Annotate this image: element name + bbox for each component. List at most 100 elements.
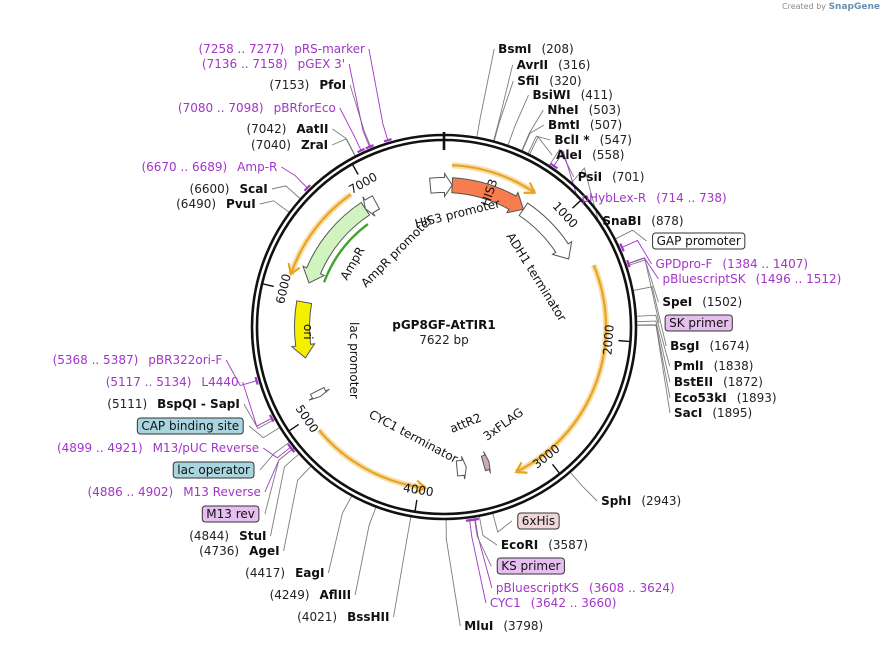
enzyme-leader-line (507, 94, 529, 146)
enzyme-name: BsgI (670, 339, 699, 353)
tick-mark (262, 283, 274, 288)
tick-label: 6000 (273, 272, 294, 305)
enzyme-name: BstEII (674, 375, 713, 389)
primer-leader-line (264, 448, 294, 493)
primer-leader-line (474, 518, 493, 589)
enzyme-name: BsmI (498, 42, 531, 56)
primer-m13-reverse: M13 Reverse(4886 .. 4902) (88, 485, 261, 499)
orf-arrowhead (287, 262, 301, 277)
primer-name: M13/pUC Reverse (153, 441, 260, 455)
enzyme-leader-line (527, 135, 551, 154)
feature-box-ks-primer: KS primer (496, 557, 565, 575)
enzyme-name: BssHII (347, 610, 389, 624)
tick-mark (352, 164, 359, 175)
enzyme-name: MluI (464, 619, 493, 633)
tick-label: 4000 (402, 481, 434, 500)
enzyme-leader-line (270, 453, 300, 537)
feature-box-leader-line (626, 259, 660, 324)
enzyme-position: (7040) (251, 138, 291, 152)
enzyme-name: PfoI (319, 78, 346, 92)
primer-marks (254, 138, 631, 522)
plasmid-length: 7622 bp (419, 333, 469, 347)
enzyme-position: (4417) (245, 566, 285, 580)
enzyme-name: PvuI (226, 197, 256, 211)
primer-leader-line (262, 446, 292, 459)
enzyme-pmli: PmlI(1838) (674, 359, 754, 373)
feature-box-m13-rev: M13 rev (201, 505, 260, 523)
enzyme-leader-line (349, 84, 372, 149)
enzyme-name: NheI (547, 103, 578, 117)
enzyme-position: (6600) (190, 182, 230, 196)
enzyme-position: (1674) (709, 339, 749, 353)
credit-prefix: Created by (782, 2, 827, 11)
enzyme-leader-line (493, 80, 514, 141)
enzyme-position: (1838) (714, 359, 754, 373)
enzyme-name: SacI (674, 406, 702, 420)
primer-range: (5368 .. 5387) (53, 353, 139, 367)
primer-pbluescriptks: pBluescriptKS(3608 .. 3624) (496, 581, 675, 595)
enzyme-scai: ScaI (6600) (190, 182, 268, 196)
enzyme-position: (4844) (189, 529, 229, 543)
enzyme-sphi: SphI (2943) (601, 494, 681, 508)
primer-gpdpro-f: GPDpro-F(1384 .. 1407) (656, 257, 809, 271)
enzyme-leader-line (478, 516, 498, 546)
enzyme-position: (2943) (641, 494, 681, 508)
enzyme-leader-line (354, 507, 377, 596)
primer-l4440: L4440(5117 .. 5134) (106, 375, 239, 389)
primer-name: pBluescriptKS (496, 581, 579, 595)
enzyme-leader-line (493, 64, 514, 141)
feature-box-text: GAP promoter (657, 234, 741, 248)
orf-arrowhead (514, 461, 528, 474)
primer-amp-r: Amp-R(6670 .. 6689) (141, 160, 277, 174)
orf-arc (451, 164, 536, 194)
enzyme-leader-line (476, 48, 495, 137)
feature-box-frame (652, 232, 746, 250)
enzyme-name: ZraI (301, 138, 328, 152)
orf-arrowhead (414, 479, 428, 494)
primer-range: (1384 .. 1407) (722, 257, 808, 271)
enzyme-eagi: EagI(4417) (245, 566, 324, 580)
primer-prs-marker: pRS-marker(7258 .. 7277) (199, 42, 365, 56)
primer-pgex-3: pGEX 3'(7136 .. 7158) (202, 57, 345, 71)
plasmid-title: pGP8GF-AtTIR1 7622 bp (392, 318, 496, 347)
label-ori: ori (301, 324, 315, 340)
primer-leader-line (242, 381, 273, 427)
feature-ori (290, 300, 316, 359)
enzyme-position: (7153) (269, 78, 309, 92)
enzyme-position: (701) (612, 170, 644, 184)
feature-3xflag (480, 451, 491, 474)
enzyme-name: Eco53kI (674, 391, 727, 405)
primer-mark-gpdpro-f (619, 243, 625, 252)
enzyme-name: ScaI (239, 182, 267, 196)
ampr-accent-line (322, 223, 369, 283)
enzyme-position: (4249) (270, 588, 310, 602)
enzyme-leader-line (636, 314, 671, 367)
tick-mark (551, 463, 560, 474)
label-3xflag: 3xFLAG (481, 405, 526, 443)
plasmid-backbone (250, 132, 638, 521)
enzyme-leader-line (570, 472, 598, 502)
primer-range: (6670 .. 6689) (141, 160, 227, 174)
primer-name: M13 Reverse (183, 485, 261, 499)
primer-leader-line (225, 359, 258, 387)
enzyme-snabi: SnaBI(878) (602, 214, 683, 228)
primer-name: pBR322ori-F (148, 353, 222, 367)
enzyme-name: BsiWI (532, 88, 570, 102)
enzyme-name: PsiI (578, 170, 602, 184)
enzyme-name: AgeI (249, 544, 279, 558)
enzyme-bsteii: BstEII(1872) (674, 375, 763, 389)
feature-box-cap-binding-site: CAP binding site (136, 417, 244, 435)
feature-box-6xhis: 6xHis (517, 512, 560, 530)
enzyme-stui: StuI(4844) (189, 529, 266, 543)
primer-range: (5117 .. 5134) (106, 375, 192, 389)
primer-leader-line (552, 150, 578, 199)
orf-arc (318, 429, 426, 490)
enzyme-name: AleI (556, 148, 582, 162)
enzyme-position: (3587) (548, 538, 588, 552)
enzyme-name: SphI (601, 494, 631, 508)
enzyme-leader-line (636, 320, 671, 383)
feature-box-leader-line (473, 517, 492, 567)
enzyme-afliii: AflIII(4249) (270, 588, 351, 602)
primer-leader-line (620, 239, 652, 265)
